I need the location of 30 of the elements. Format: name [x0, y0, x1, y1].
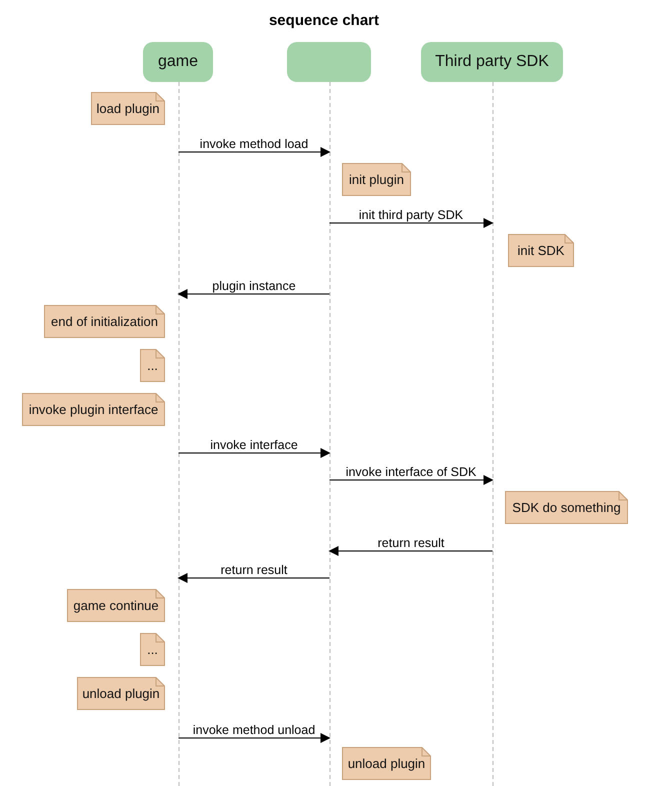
note-box: load plugin [91, 92, 165, 125]
participant-box: game [143, 42, 213, 82]
edge-label: invoke interface [208, 438, 300, 452]
message-arrow [328, 546, 493, 556]
note-box: init SDK [508, 234, 574, 267]
edge-label: invoke method load [198, 137, 310, 151]
message-arrow [178, 147, 330, 157]
note-box: init plugin [342, 163, 411, 196]
edge-label: plugin instance [210, 279, 298, 293]
note-box: game continue [67, 589, 165, 622]
message-arrow [329, 218, 494, 228]
note-box: unload plugin [342, 747, 431, 780]
message-arrow [178, 289, 330, 299]
edge-label: invoke interface of SDK [344, 465, 478, 479]
edge-label: invoke method unload [190, 723, 318, 737]
participant-box: Third party SDK [421, 42, 563, 82]
note-box: ... [140, 349, 165, 382]
message-arrow [178, 733, 330, 743]
edge-label: return result [218, 563, 290, 577]
note-box: end of initialization [44, 305, 165, 338]
edge-label: init third party SDK [356, 208, 466, 222]
note-box: invoke plugin interface [22, 393, 165, 426]
note-box: SDK do something [505, 491, 628, 524]
note-box: unload plugin [77, 677, 165, 710]
message-arrow [329, 475, 494, 485]
message-arrow [178, 573, 330, 583]
edge-label: return result [376, 536, 446, 550]
message-arrow [178, 448, 330, 458]
note-box: ... [140, 633, 165, 666]
chart-title: sequence chart [268, 12, 380, 29]
